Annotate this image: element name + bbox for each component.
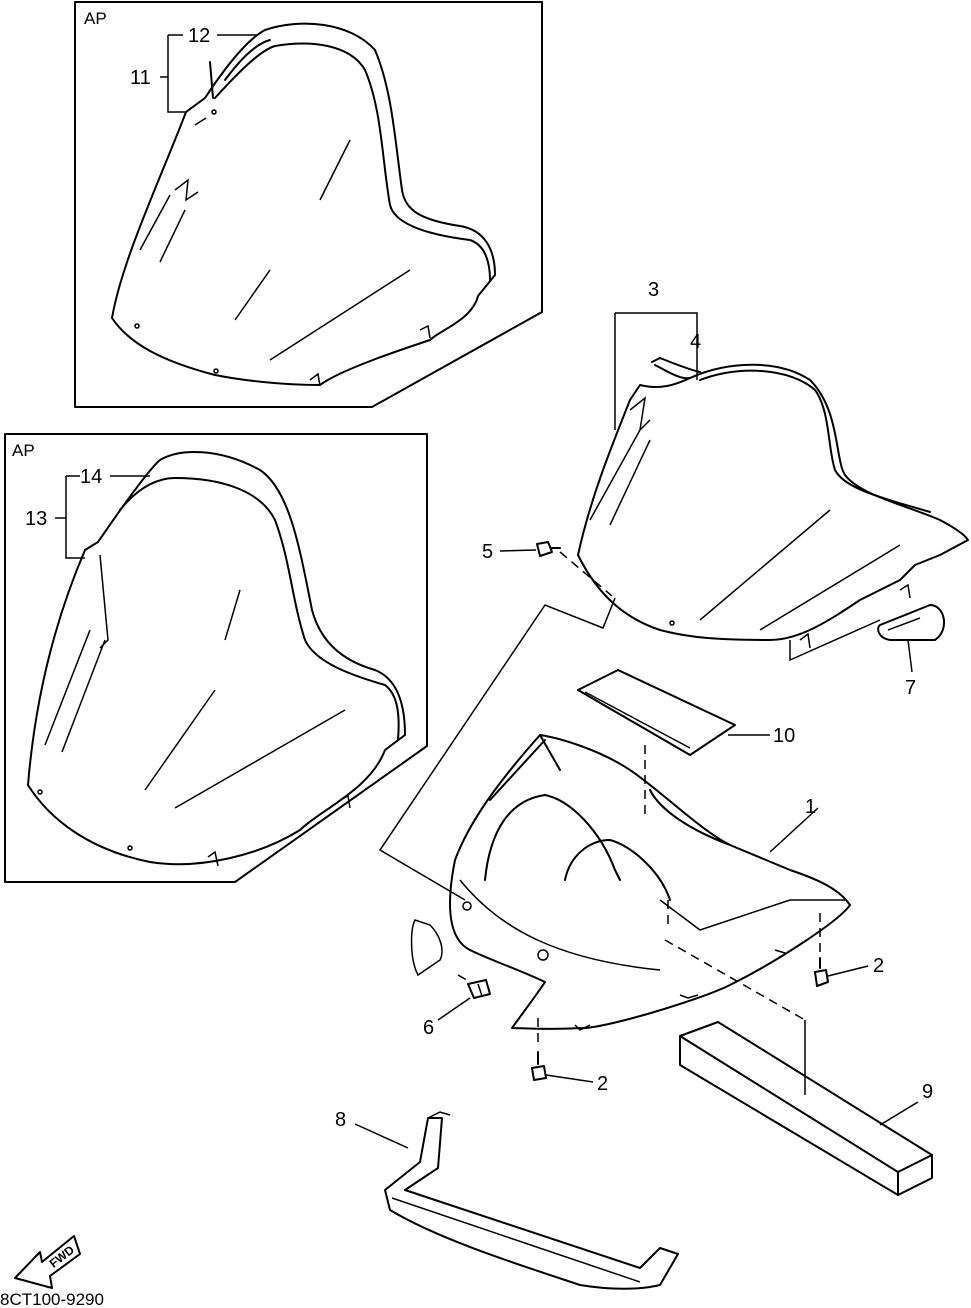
foam-strip-part-8 [384, 1111, 679, 1290]
windshield-low-part-13 [27, 451, 406, 867]
cowl-part-1 [410, 734, 851, 1031]
screw-part-5 [536, 541, 561, 557]
callout-1: 1 [805, 796, 816, 818]
screw-part-2-left [531, 1051, 547, 1081]
callout-6: 6 [423, 1017, 434, 1039]
bracket-part-7 [877, 604, 945, 641]
callout-8: 8 [335, 1109, 346, 1131]
grommet-part-6 [467, 979, 491, 999]
inset-tag-ap-lower: AP [12, 441, 35, 460]
inset-panel-upper: AP 12 11 [74, 1, 543, 408]
callout-3: 3 [648, 279, 659, 301]
inset-panel-lower: AP 14 13 [4, 433, 428, 883]
callout-5: 5 [482, 541, 493, 563]
screw-part-2-right [814, 957, 829, 987]
pad-part-10 [577, 669, 736, 756]
callout-2-left: 2 [597, 1073, 608, 1095]
callout-13: 13 [25, 508, 47, 530]
callout-9: 9 [922, 1081, 933, 1103]
forward-direction-arrow: FWD [14, 1235, 81, 1289]
callout-7: 7 [905, 677, 916, 699]
callout-2-right: 2 [873, 955, 884, 977]
callout-10: 10 [773, 725, 795, 747]
inset-tag-ap-upper: AP [84, 9, 107, 28]
callout-12: 12 [188, 25, 210, 47]
foam-block-part-9 [679, 1021, 933, 1196]
callout-11: 11 [130, 67, 151, 89]
callout-14: 14 [80, 466, 102, 488]
drawing-code: 8CT100-9290 [0, 1290, 104, 1308]
callout-4: 4 [690, 331, 701, 353]
windshield-high-part-11 [111, 22, 496, 387]
windshield-part-3 [577, 357, 969, 649]
